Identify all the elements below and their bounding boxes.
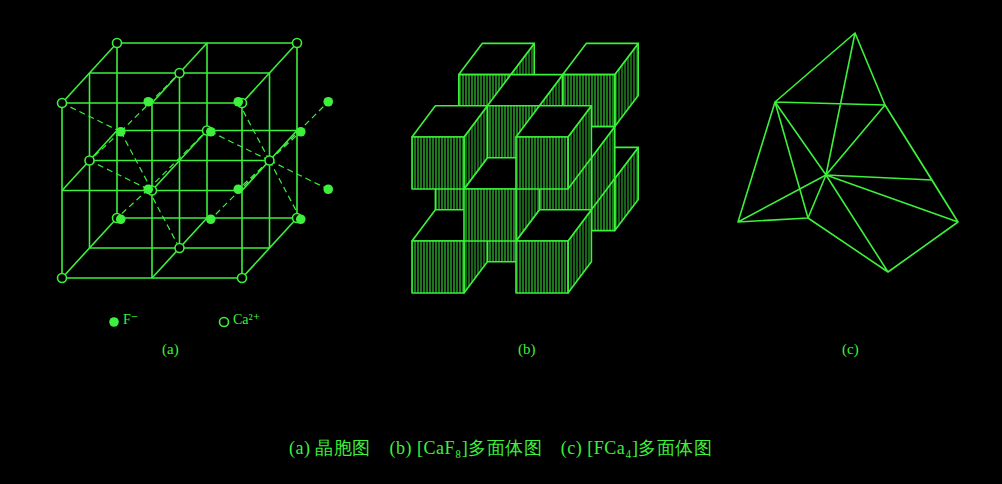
coordination-bond xyxy=(211,132,270,161)
fluoride-ion xyxy=(323,97,333,107)
legend-swatch xyxy=(220,318,229,327)
coordination-bond xyxy=(270,161,301,220)
fca4-polyhedra xyxy=(738,33,958,272)
fluoride-ion xyxy=(233,184,243,194)
caf8-polyhedra xyxy=(412,43,638,293)
calcium-ion xyxy=(58,99,67,108)
cube-top-face xyxy=(487,75,562,106)
calcium-ion xyxy=(175,69,184,78)
calcium-ion xyxy=(293,39,302,48)
coordination-bond xyxy=(270,102,329,161)
coordination-bond xyxy=(148,131,207,190)
calcium-ion xyxy=(58,274,67,283)
cell-edge xyxy=(242,131,297,191)
fluoride-ion xyxy=(116,214,126,224)
unit-cell xyxy=(58,39,334,283)
legend-text: Ca²⁺ xyxy=(233,312,260,329)
cube-front-face xyxy=(412,137,464,189)
fluoride-ion xyxy=(323,184,333,194)
fluoride-ion xyxy=(206,127,216,137)
cube-top-face xyxy=(563,43,638,74)
tetrahedron-edge xyxy=(775,33,885,175)
panel-label: (b) xyxy=(518,340,536,358)
coordination-bond xyxy=(90,161,149,190)
fluoride-ion xyxy=(206,214,216,224)
cube-top-face xyxy=(459,43,534,74)
coordination-bond xyxy=(270,132,301,161)
fluoride-ion xyxy=(143,184,153,194)
cube-top-face xyxy=(516,106,591,137)
coordination-bond xyxy=(62,103,121,132)
cube-front-face xyxy=(464,189,516,241)
calcium-ion xyxy=(113,39,122,48)
calcium-ion xyxy=(175,244,184,253)
coordination-bond xyxy=(90,132,121,161)
coordination-bond xyxy=(121,73,180,132)
coordination-bond xyxy=(148,189,179,248)
coordination-bond xyxy=(121,132,152,191)
panel-label: (a) xyxy=(162,340,179,358)
cell-edge xyxy=(242,43,297,103)
fluoride-ion xyxy=(143,97,153,107)
calcium-ion xyxy=(238,274,247,283)
fluoride-ion xyxy=(116,127,126,137)
legend-swatch xyxy=(109,317,119,327)
coordination-bond xyxy=(270,161,329,190)
figure-caption: (a) 晶胞图 (b) [CaF₈]多面体图 (c) [FCa₄]多面体图 xyxy=(289,438,712,460)
legend-text: F⁻ xyxy=(123,312,138,329)
coordination-bond xyxy=(211,161,270,220)
cube-top-face xyxy=(412,106,487,137)
calcium-ion xyxy=(85,156,94,165)
calcium-ion xyxy=(265,156,274,165)
cube-front-face xyxy=(516,137,568,189)
fluoride-ion xyxy=(296,127,306,137)
fluoride-ion xyxy=(296,214,306,224)
tetrahedron-edge xyxy=(738,102,826,222)
coordination-bond xyxy=(238,102,269,161)
cube-front-face xyxy=(412,241,464,293)
panel-label: (c) xyxy=(842,340,859,358)
coordination-bond xyxy=(117,189,148,218)
tetrahedron-edge xyxy=(826,105,958,222)
tetrahedron-edge xyxy=(808,175,958,272)
coordination-bond xyxy=(238,161,269,190)
cube-front-face xyxy=(516,241,568,293)
cell-edge xyxy=(117,42,297,44)
fluoride-ion xyxy=(233,97,243,107)
